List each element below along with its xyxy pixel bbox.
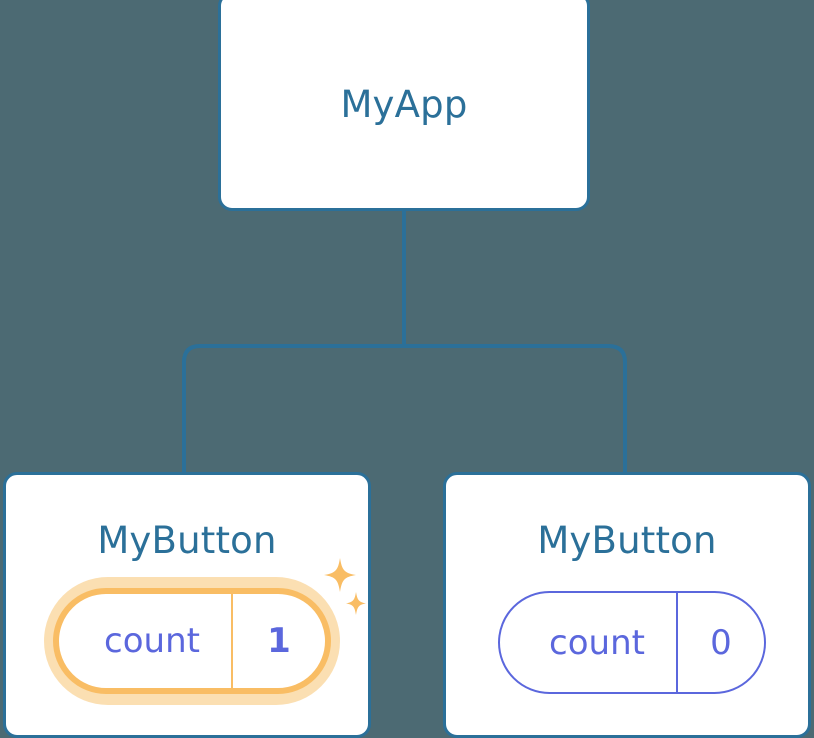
node-mybutton-left[interactable]: MyButton count 1 <box>3 472 371 738</box>
prop-key-label: count <box>549 622 645 663</box>
prop-key-label: count <box>104 621 200 661</box>
node-mybutton-right[interactable]: MyButton count 0 <box>443 472 811 738</box>
prop-pill-count-updated[interactable]: count 1 <box>53 588 331 694</box>
node-myapp-title: MyApp <box>340 83 468 126</box>
prop-value-label: 0 <box>676 593 764 692</box>
prop-pill-count-default[interactable]: count 0 <box>498 591 766 694</box>
node-mybutton-right-title: MyButton <box>537 519 717 562</box>
prop-pill-highlighted-wrapper: count 1 <box>44 577 340 705</box>
edge-branch-bar <box>182 344 627 472</box>
node-myapp[interactable]: MyApp <box>218 0 590 211</box>
prop-value-label: 1 <box>231 594 325 688</box>
node-mybutton-left-title: MyButton <box>97 519 277 562</box>
